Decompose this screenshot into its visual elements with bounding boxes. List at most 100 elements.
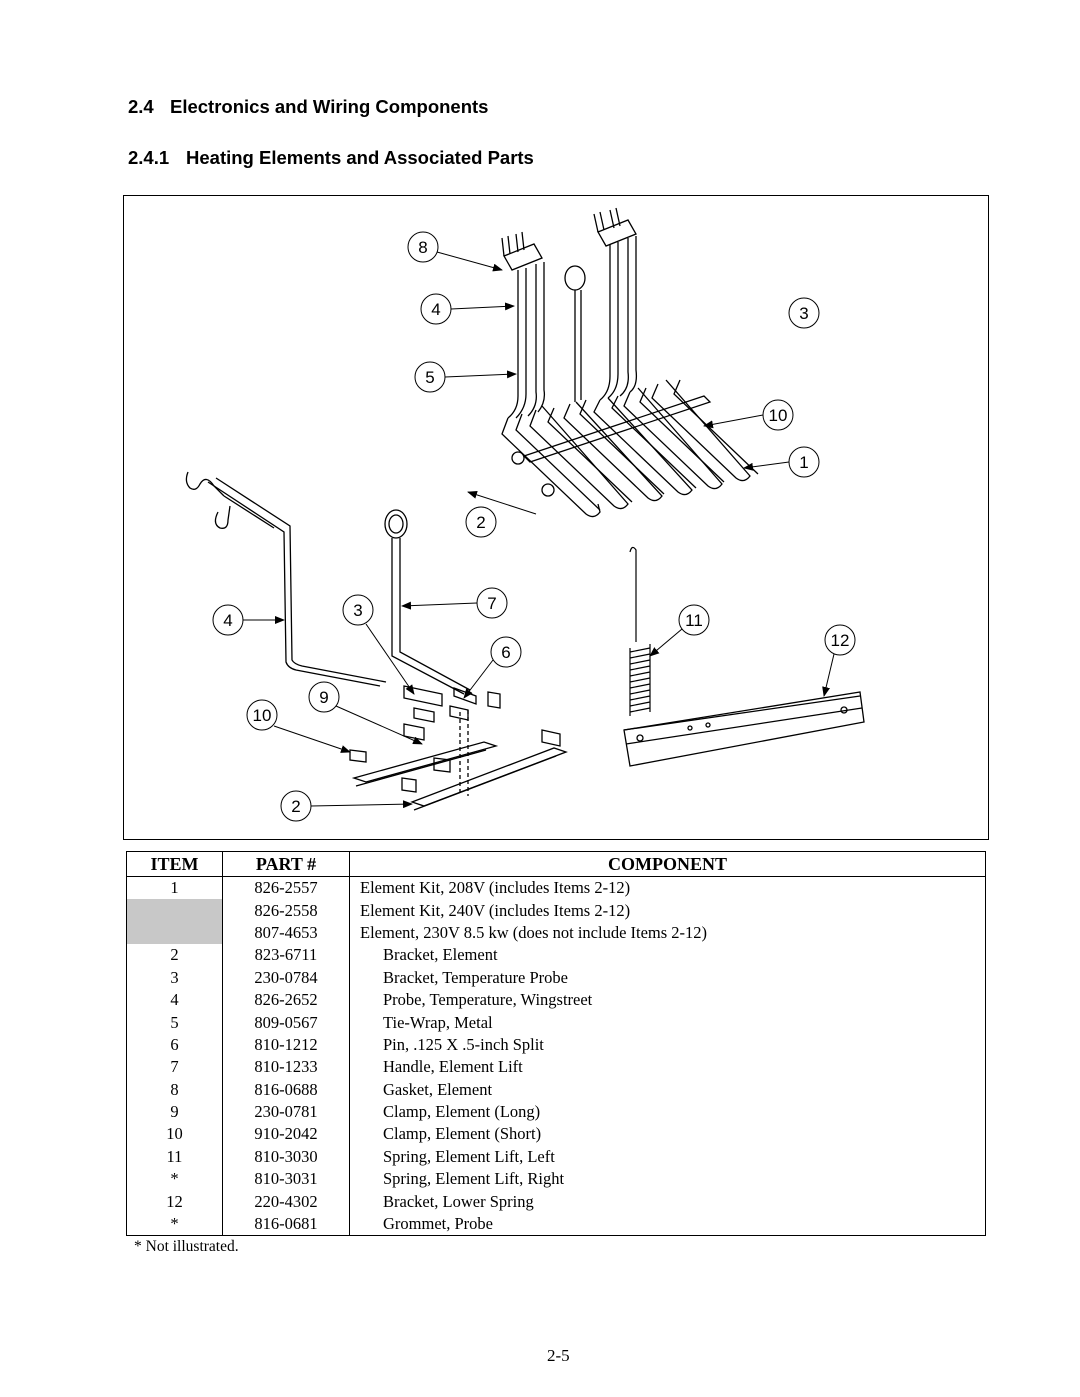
header-item: ITEM <box>126 851 223 877</box>
component-cell: Bracket, Element <box>349 944 986 967</box>
component-cell: Handle, Element Lift <box>349 1056 986 1079</box>
item-cell <box>126 921 223 945</box>
callout-4-bottom: 4 <box>212 604 285 636</box>
svg-text:2: 2 <box>476 513 485 532</box>
callout-3-bottom: 3 <box>342 594 415 695</box>
item-cell: 7 <box>126 1056 223 1079</box>
svg-text:10: 10 <box>253 706 272 725</box>
item-cell: 11 <box>126 1145 223 1169</box>
lower-spring-bracket-drawing <box>623 691 865 767</box>
component-cell: Pin, .125 X .5-inch Split <box>349 1033 986 1057</box>
part-cell: 220-4302 <box>222 1190 350 1213</box>
page-number: 2-5 <box>547 1346 570 1365</box>
part-cell: 826-2652 <box>222 988 350 1012</box>
svg-text:4: 4 <box>431 300 440 319</box>
svg-text:12: 12 <box>831 631 850 650</box>
item-cell: 9 <box>126 1100 223 1124</box>
svg-text:5: 5 <box>425 368 434 387</box>
callout-9: 9 <box>308 681 423 745</box>
svg-text:7: 7 <box>487 594 496 613</box>
component-cell: Element, 230V 8.5 kw (does not include I… <box>349 921 986 945</box>
part-cell: 823-6711 <box>222 944 350 967</box>
parts-drawing: 8 4 3 5 10 1 2 7 3 4 11 12 6 9 10 2 <box>185 207 865 822</box>
component-cell: Grommet, Probe <box>349 1212 986 1237</box>
callout-2-bottom: 2 <box>280 790 413 822</box>
part-cell: 816-0688 <box>222 1078 350 1101</box>
lift-handle-drawing <box>384 509 477 705</box>
item-cell: 5 <box>126 1011 223 1034</box>
item-cell: 2 <box>126 944 223 967</box>
svg-text:8: 8 <box>418 238 427 257</box>
svg-text:9: 9 <box>319 688 328 707</box>
item-cell: 4 <box>126 988 223 1012</box>
item-cell: 3 <box>126 966 223 989</box>
part-cell: 910-2042 <box>222 1123 350 1146</box>
component-cell: Bracket, Temperature Probe <box>349 966 986 989</box>
svg-text:10: 10 <box>769 406 788 425</box>
bracket-clamp-drawing <box>349 685 568 811</box>
component-cell: Probe, Temperature, Wingstreet <box>349 988 986 1012</box>
callout-10-bottom: 10 <box>246 699 351 753</box>
header-component: COMPONENT <box>349 851 986 877</box>
callout-11: 11 <box>649 604 710 657</box>
exploded-parts-diagram: 8 4 3 5 10 1 2 7 3 4 11 12 6 9 10 2 <box>123 195 989 840</box>
part-cell: 809-0567 <box>222 1011 350 1034</box>
callout-7: 7 <box>401 587 508 619</box>
item-cell: * <box>126 1212 223 1237</box>
callout-8: 8 <box>407 231 503 272</box>
component-cell: Clamp, Element (Short) <box>349 1123 986 1146</box>
part-cell: 810-1212 <box>222 1033 350 1057</box>
callout-5: 5 <box>414 361 517 393</box>
subsection-title: Heating Elements and Associated Parts <box>186 147 534 168</box>
component-cell: Element Kit, 208V (includes Items 2-12) <box>349 876 986 900</box>
part-cell: 230-0784 <box>222 966 350 989</box>
item-cell: * <box>126 1168 223 1191</box>
callout-labels: 8 4 3 5 10 1 2 7 3 4 11 12 6 9 10 2 <box>212 231 856 822</box>
header-part: PART # <box>222 851 350 877</box>
svg-text:2: 2 <box>291 797 300 816</box>
part-cell: 826-2557 <box>222 876 350 900</box>
part-cell: 810-1233 <box>222 1056 350 1079</box>
svg-text:3: 3 <box>353 601 362 620</box>
callout-1: 1 <box>743 446 820 478</box>
callout-12: 12 <box>822 624 856 697</box>
component-cell: Element Kit, 240V (includes Items 2-12) <box>349 899 986 922</box>
callout-2-top: 2 <box>465 490 537 538</box>
lift-spring-drawing <box>629 546 651 716</box>
table-header-row: ITEM PART # COMPONENT <box>126 851 986 877</box>
temperature-probe-drawing <box>185 471 387 687</box>
item-cell: 6 <box>126 1033 223 1057</box>
heating-element-drawing <box>501 207 759 518</box>
callout-4-top: 4 <box>420 293 515 325</box>
callout-3-top: 3 <box>788 297 820 329</box>
part-cell: 810-3030 <box>222 1145 350 1169</box>
item-cell: 12 <box>126 1190 223 1213</box>
component-cell: Spring, Element Lift, Left <box>349 1145 986 1169</box>
subsection-number: 2.4.1 <box>128 147 170 168</box>
svg-text:6: 6 <box>501 643 510 662</box>
component-cell: Clamp, Element (Long) <box>349 1100 986 1124</box>
part-cell: 230-0781 <box>222 1100 350 1124</box>
part-cell: 807-4653 <box>222 921 350 945</box>
svg-text:3: 3 <box>799 304 808 323</box>
svg-text:11: 11 <box>685 611 703 630</box>
subsection-heading: 2.4.1 Heating Elements and Associated Par… <box>128 147 534 169</box>
item-cell <box>126 899 223 922</box>
part-cell: 826-2558 <box>222 899 350 922</box>
svg-text:4: 4 <box>223 611 232 630</box>
component-cell: Gasket, Element <box>349 1078 986 1101</box>
part-cell: 816-0681 <box>222 1212 350 1237</box>
